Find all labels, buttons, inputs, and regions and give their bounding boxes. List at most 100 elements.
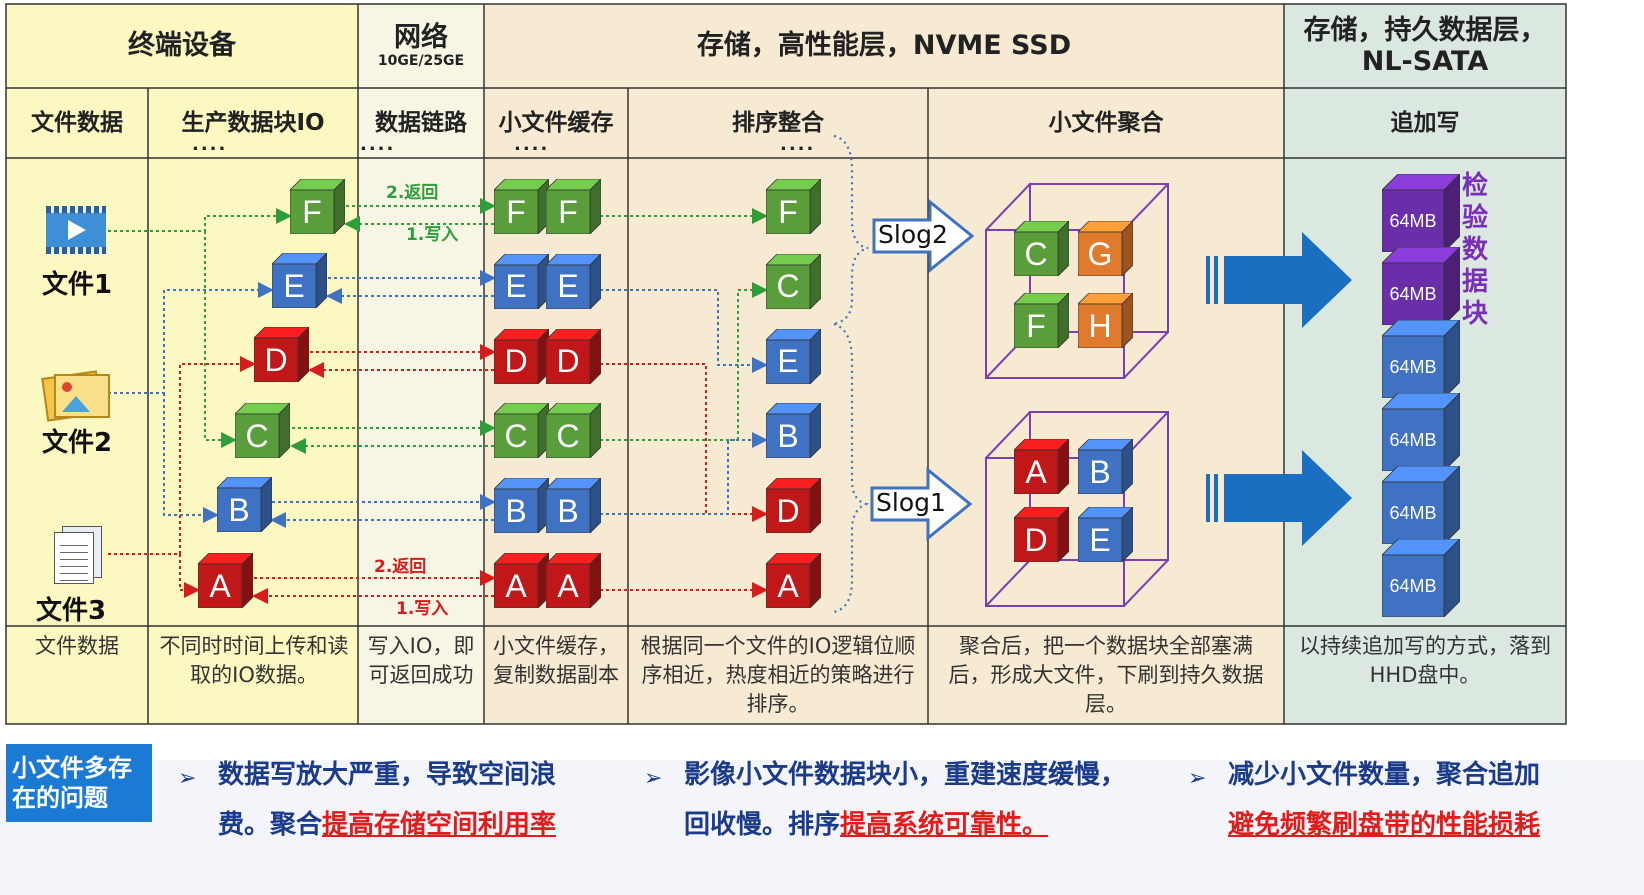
cube-agg2-h-letter: H — [1088, 307, 1112, 344]
subheader-append-write: 追加写 — [1390, 109, 1460, 136]
issue-2-line2: 回收慢。排序提高系统可靠性。 — [684, 800, 1164, 850]
cube-cache1-a: A — [493, 552, 550, 609]
cube-sorted-d-letter: D — [776, 492, 800, 529]
slog1-arrow — [870, 466, 973, 542]
header-storage-persist: 存储，持久数据层，NL-SATA — [1303, 14, 1547, 77]
problem-section: 小文件多存在的问题 ➢ 数据写放大严重，导致空间浪 费。聚合提高存储空间利用率 … — [0, 744, 1644, 895]
cube-agg2-c-letter: C — [1024, 235, 1048, 272]
cube-cache1-a-letter: A — [505, 567, 527, 604]
disk-block-1-letter: 64MB — [1389, 210, 1437, 231]
disk-block-5-letter: 64MB — [1389, 502, 1437, 523]
disk-block-4: 64MB — [1381, 392, 1461, 472]
issue-3-line1: 减少小文件数量，聚合追加 — [1228, 760, 1541, 790]
cube-cache1-b: B — [493, 477, 550, 535]
issue-1-line1: 数据写放大严重，导致空间浪 — [218, 760, 557, 790]
header-terminal: 终端设备 — [128, 30, 236, 62]
desc-produce-io: 不同时时间上传和读取的IO数据。 — [159, 634, 349, 687]
cube-agg2-h: H — [1077, 292, 1134, 349]
write-label-red: 1.写入 — [396, 599, 449, 619]
issue-1-line2: 费。聚合提高存储空间利用率 — [218, 800, 618, 850]
issue-3: 减少小文件数量，聚合追加 避免频繁刷盘带的性能损耗 — [1228, 750, 1568, 850]
cube-sorted-c: C — [765, 252, 822, 310]
desc-data-link: 写入IO，即可返回成功 — [367, 634, 475, 687]
file1-label: 文件1 — [42, 270, 113, 300]
header-storage-perf: 存储，高性能层，NVME SSD — [696, 30, 1072, 62]
cube-cache1-e-letter: E — [505, 268, 527, 305]
bullet-3-icon: ➢ — [1188, 766, 1207, 791]
cube-sorted-b-letter: B — [777, 417, 799, 454]
cube-io-b-letter: B — [228, 491, 250, 528]
cube-io-b: B — [216, 476, 273, 533]
problem-title: 小文件多存在的问题 — [12, 754, 132, 812]
cube-cache2-f-letter: F — [558, 193, 578, 230]
issue-2-text: 回收慢。排序 — [684, 810, 841, 840]
slog2-arrow — [872, 198, 975, 274]
cube-cache2-d: D — [545, 327, 602, 385]
disk-block-5: 64MB — [1381, 465, 1461, 545]
slog1-label: Slog1 — [876, 488, 946, 517]
cube-cache1-b-letter: B — [505, 492, 527, 529]
issue-2: 影像小文件数据块小，重建速度缓慢， 回收慢。排序提高系统可靠性。 — [684, 750, 1164, 850]
return-label-red: 2.返回 — [374, 557, 427, 577]
cube-io-e: E — [271, 252, 328, 309]
subheader-small-aggregate: 小文件聚合 — [1048, 109, 1164, 136]
cube-agg1-b: B — [1077, 438, 1134, 495]
cube-agg1-b-letter: B — [1089, 453, 1111, 490]
cube-cache2-b-letter: B — [557, 492, 579, 529]
dots-data-link: .... — [360, 134, 396, 155]
problem-title-box: 小文件多存在的问题 — [6, 744, 152, 822]
subheader-small-cache: 小文件缓存 — [498, 109, 614, 136]
image-file-icon — [41, 368, 110, 422]
cube-cache1-c-letter: C — [504, 417, 528, 454]
cube-io-d: D — [253, 326, 310, 383]
desc-file-data: 文件数据 — [35, 634, 119, 658]
cube-io-a: A — [197, 552, 254, 609]
subheader-file-data: 文件数据 — [31, 109, 123, 136]
cube-agg1-a-letter: A — [1025, 453, 1047, 490]
cube-io-d-letter: D — [264, 341, 288, 378]
disk-block-3-letter: 64MB — [1389, 356, 1437, 377]
grid-lines — [5, 3, 1567, 725]
file3-label: 文件3 — [36, 596, 107, 626]
network-column-bg — [358, 4, 484, 724]
disk-block-1: 64MB — [1381, 173, 1461, 253]
write-label-green: 1.写入 — [406, 225, 459, 245]
cube-agg2-c: C — [1013, 220, 1070, 277]
file2-label: 文件2 — [42, 428, 113, 458]
cube-sorted-b: B — [765, 402, 822, 460]
cube-io-a-letter: A — [209, 567, 231, 604]
cube-cache1-c: C — [493, 402, 550, 460]
cube-agg1-d-letter: D — [1024, 521, 1048, 558]
return-label-green: 2.返回 — [386, 183, 439, 203]
cube-sorted-f: F — [765, 178, 822, 235]
disk-block-4-letter: 64MB — [1389, 429, 1437, 450]
cube-io-c: C — [234, 402, 291, 459]
disk-block-6: 64MB — [1381, 538, 1461, 618]
desc-small-cache: 小文件缓存，复制数据副本 — [493, 634, 619, 687]
video-file-icon — [46, 206, 106, 254]
cube-agg1-e-letter: E — [1089, 521, 1111, 558]
header-network: 网络 10GE/25GE — [358, 4, 484, 88]
cube-sorted-a: A — [765, 552, 822, 609]
cube-cache2-a-letter: A — [557, 567, 579, 604]
cube-sorted-a-letter: A — [777, 567, 799, 604]
dots-small-cache: .... — [514, 134, 550, 155]
issue-2-line1: 影像小文件数据块小，重建速度缓慢， — [684, 760, 1127, 790]
cube-cache2-c: C — [545, 402, 602, 460]
cube-sorted-d: D — [765, 477, 822, 535]
cube-agg2-g-letter: G — [1087, 235, 1113, 272]
cube-cache1-e: E — [493, 252, 550, 310]
cube-io-c-letter: C — [245, 417, 269, 454]
cube-agg2-g: G — [1077, 220, 1134, 277]
issue-1: 数据写放大严重，导致空间浪 费。聚合提高存储空间利用率 — [218, 750, 618, 850]
desc-append-write: 以持续追加写的方式，落到HHD盘中。 — [1299, 634, 1551, 687]
cube-cache2-c-letter: C — [556, 417, 580, 454]
cube-agg2-f-letter: F — [1026, 307, 1046, 344]
cube-cache2-a: A — [545, 552, 602, 609]
cube-cache1-d: D — [493, 327, 550, 385]
desc-small-aggregate: 聚合后，把一个数据块全部塞满后，形成大文件，下刷到持久数据层。 — [948, 634, 1264, 716]
cube-sorted-e-letter: E — [777, 343, 799, 380]
disk-block-6-letter: 64MB — [1389, 575, 1437, 596]
dots-sort-merge: .... — [780, 134, 816, 155]
